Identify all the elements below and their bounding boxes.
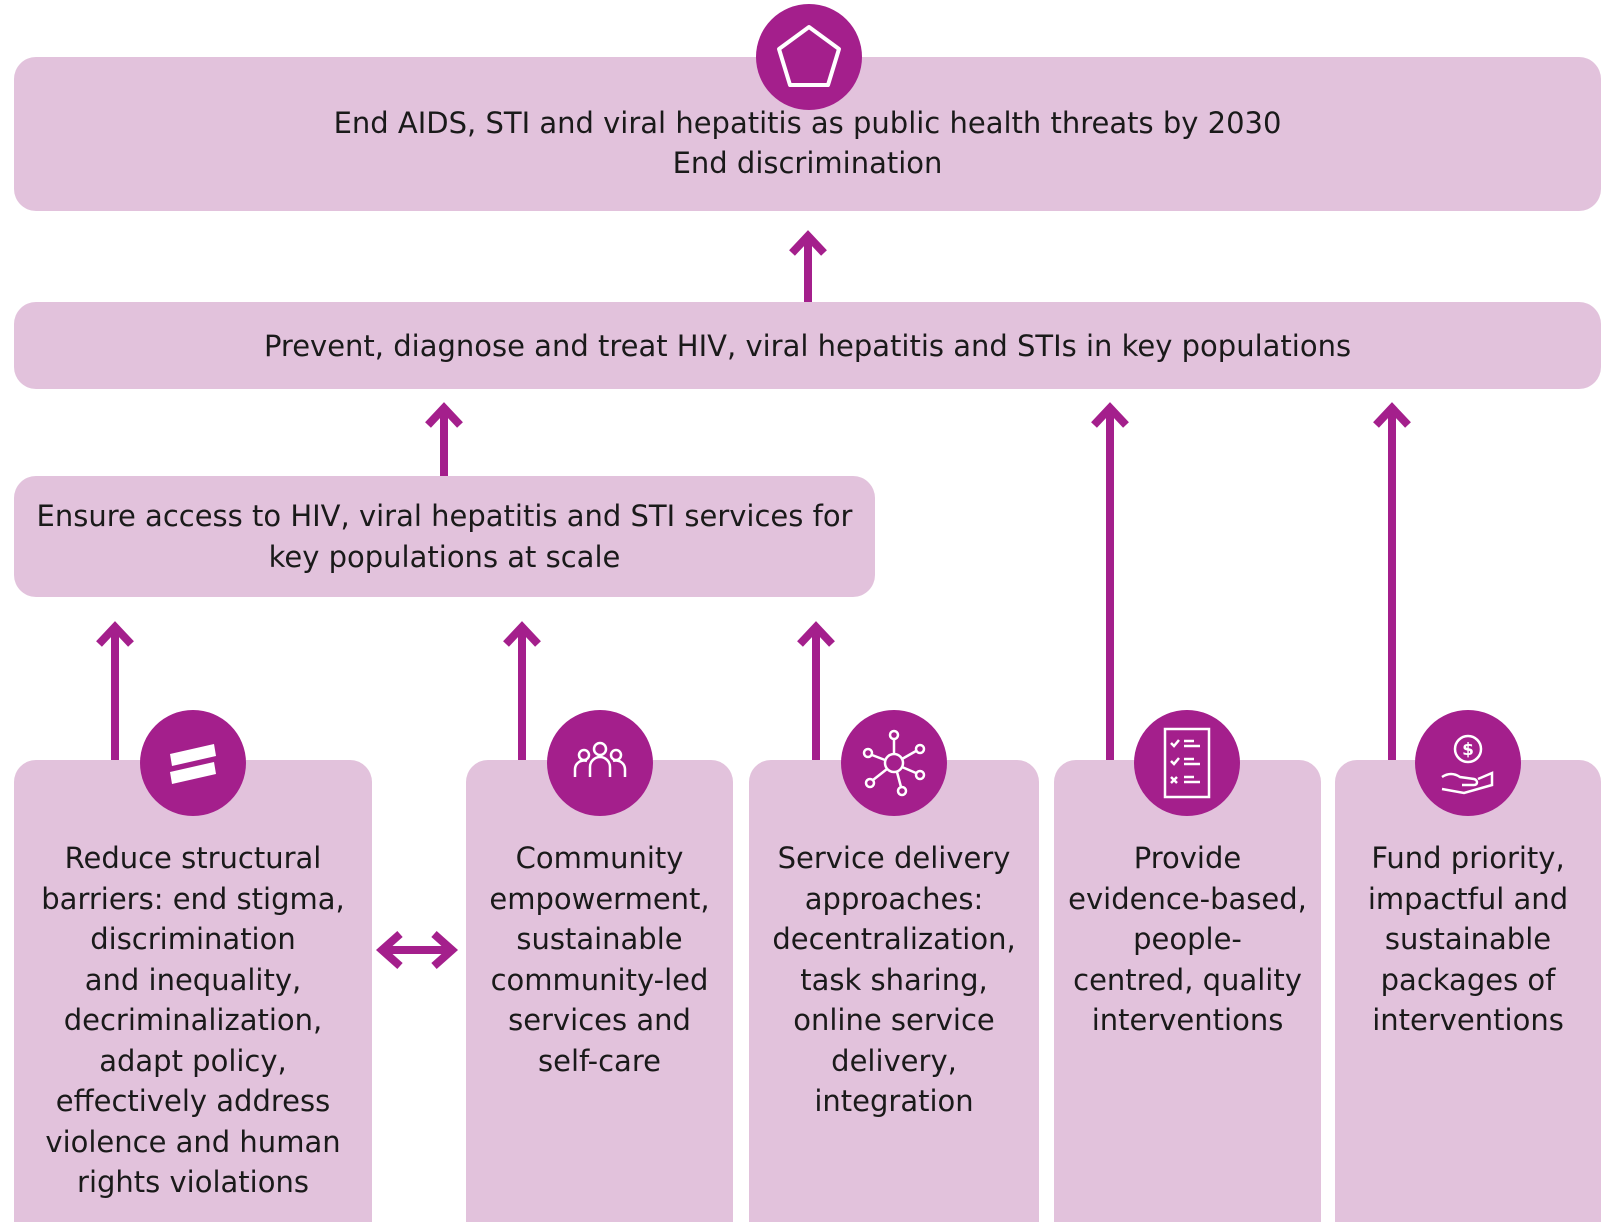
pillar-line: violence and human: [45, 1124, 341, 1159]
pillar-line: online service: [793, 1003, 995, 1037]
arrow-funding-to-outcome: [1373, 402, 1411, 760]
pillar-line: discrimination: [90, 922, 296, 956]
funding-hand-icon: $: [1415, 710, 1521, 816]
pillar-line: delivery,: [831, 1043, 957, 1078]
pillar-line: services and: [508, 1003, 691, 1037]
goal-text-line1: End AIDS, STI and viral hepatitis as pub…: [333, 106, 1282, 140]
pentagon-icon: [756, 4, 862, 110]
pillar-line: integration: [814, 1084, 974, 1118]
pillar-line: task sharing,: [800, 962, 988, 997]
outcome-text: Prevent, diagnose and treat HIV, viral h…: [263, 328, 1352, 363]
pillar-line: barriers: end stigma,: [41, 881, 345, 916]
checklist-icon: [1134, 710, 1240, 816]
arrow-evidence-to-outcome: [1091, 402, 1129, 760]
double-arrow-structural-community: [375, 931, 459, 969]
pillar-line: interventions: [1372, 1003, 1564, 1037]
arrow-access-to-outcome: [425, 402, 463, 476]
goal-text-line2: End discrimination: [672, 146, 943, 180]
pillar-line: rights violations: [77, 1165, 309, 1199]
pillar-line: sustainable: [516, 922, 683, 956]
pillar-line: evidence-based,: [1068, 881, 1307, 916]
pillar-line: impactful and: [1367, 881, 1569, 916]
outcome-box: Prevent, diagnose and treat HIV, viral h…: [14, 302, 1601, 389]
community-icon: [547, 710, 653, 816]
pillar-line: Community: [515, 841, 684, 875]
access-box: Ensure access to HIV, viral hepatitis an…: [14, 476, 875, 597]
svg-text:$: $: [1462, 740, 1474, 760]
pillar-line: empowerment,: [489, 881, 710, 916]
pillar-line: self-care: [538, 1043, 661, 1078]
pillar-line: decriminalization,: [63, 1003, 323, 1037]
pillar-line: community-led: [490, 962, 709, 997]
pillar-community-empowerment: Community empowerment, sustainable commu…: [466, 760, 733, 1222]
pillar-line: approaches:: [804, 881, 984, 916]
pillar-line: Reduce structural: [64, 841, 322, 875]
pillar-line: centred, quality: [1073, 962, 1302, 997]
pillar-service-delivery: Service delivery approaches: decentraliz…: [749, 760, 1039, 1222]
pillar-line: Fund priority,: [1371, 841, 1565, 875]
pillar-fund-priority: Fund priority, impactful and sustainable…: [1335, 760, 1601, 1222]
access-text-line2: key populations at scale: [268, 539, 621, 574]
network-icon: [841, 710, 947, 816]
arrow-service-to-access: [797, 621, 835, 760]
arrow-structural-to-access: [96, 621, 134, 760]
pillar-line: Provide: [1133, 841, 1242, 875]
pillar-line: decentralization,: [772, 922, 1016, 956]
pillar-line: and inequality,: [84, 962, 302, 997]
pillar-line: sustainable: [1384, 922, 1552, 956]
access-text-line1: Ensure access to HIV, viral hepatitis an…: [36, 498, 853, 533]
pillar-line: packages of: [1380, 962, 1556, 997]
pillar-line: people-: [1133, 922, 1242, 956]
arrow-community-to-access: [503, 621, 541, 760]
pillar-line: effectively address: [55, 1084, 331, 1118]
pillar-line: Service delivery: [777, 841, 1011, 875]
pillar-structural-barriers: Reduce structural barriers: end stigma, …: [14, 760, 372, 1222]
pillar-evidence-based: Provide evidence-based, people- centred,…: [1054, 760, 1321, 1222]
pillar-line: interventions: [1091, 1003, 1284, 1037]
pillar-line: adapt policy,: [99, 1043, 287, 1078]
equals-icon: [140, 710, 246, 816]
arrow-outcome-to-goal: [789, 230, 827, 302]
